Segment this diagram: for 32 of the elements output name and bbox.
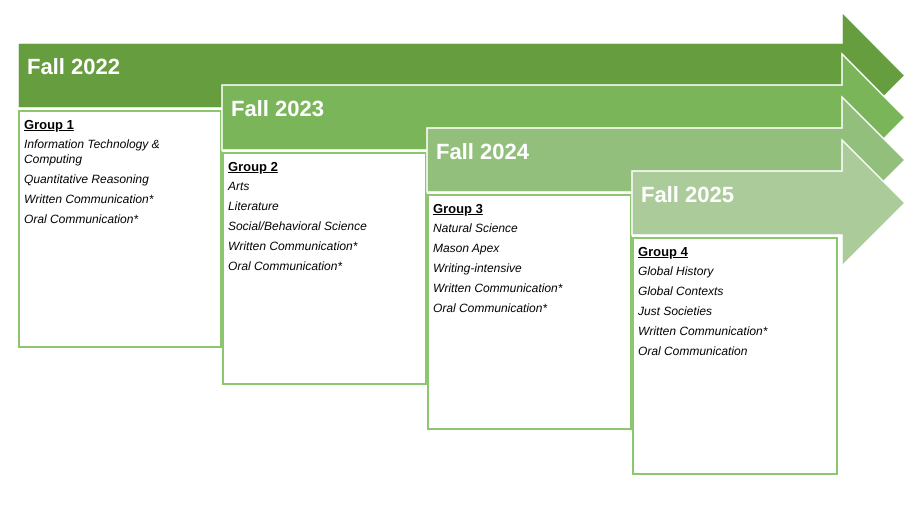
semester-label: Fall 2022 xyxy=(27,54,120,80)
requirement-item: Information Technology & Computing xyxy=(24,137,161,167)
requirement-item: Oral Communication* xyxy=(433,301,548,316)
requirement-item: Written Communication* xyxy=(24,192,154,207)
group-heading: Group 3 xyxy=(433,201,483,216)
requirement-item: Oral Communication xyxy=(638,344,748,359)
requirement-item: Oral Communication* xyxy=(228,259,342,274)
requirement-item: Oral Communication* xyxy=(24,212,138,227)
semester-label: Fall 2024 xyxy=(436,139,529,165)
group-heading: Group 2 xyxy=(228,159,278,174)
requirement-item: Writing-intensive xyxy=(433,261,522,276)
requirement-item: Written Communication* xyxy=(228,239,358,254)
semester-label: Fall 2025 xyxy=(641,182,734,208)
group-heading: Group 1 xyxy=(24,117,74,132)
requirement-item: Arts xyxy=(228,179,250,194)
requirement-item: Literature xyxy=(228,199,279,214)
semester-banner xyxy=(632,140,905,266)
requirement-item: Written Communication* xyxy=(638,324,768,339)
group-card xyxy=(427,194,632,430)
requirement-item: Global History xyxy=(638,264,714,279)
semester-label: Fall 2023 xyxy=(231,96,324,122)
group-heading: Group 4 xyxy=(638,244,688,259)
requirement-item: Mason Apex xyxy=(433,241,500,256)
group-card xyxy=(222,152,427,385)
requirement-item: Social/Behavioral Science xyxy=(228,219,367,234)
requirement-item: Natural Science xyxy=(433,221,518,236)
group-card xyxy=(632,237,838,475)
requirement-item: Global Contexts xyxy=(638,284,724,299)
group-card xyxy=(18,110,222,348)
requirement-item: Written Communication* xyxy=(433,281,562,296)
requirement-item: Quantitative Reasoning xyxy=(24,172,149,187)
requirement-item: Just Societies xyxy=(638,304,712,319)
